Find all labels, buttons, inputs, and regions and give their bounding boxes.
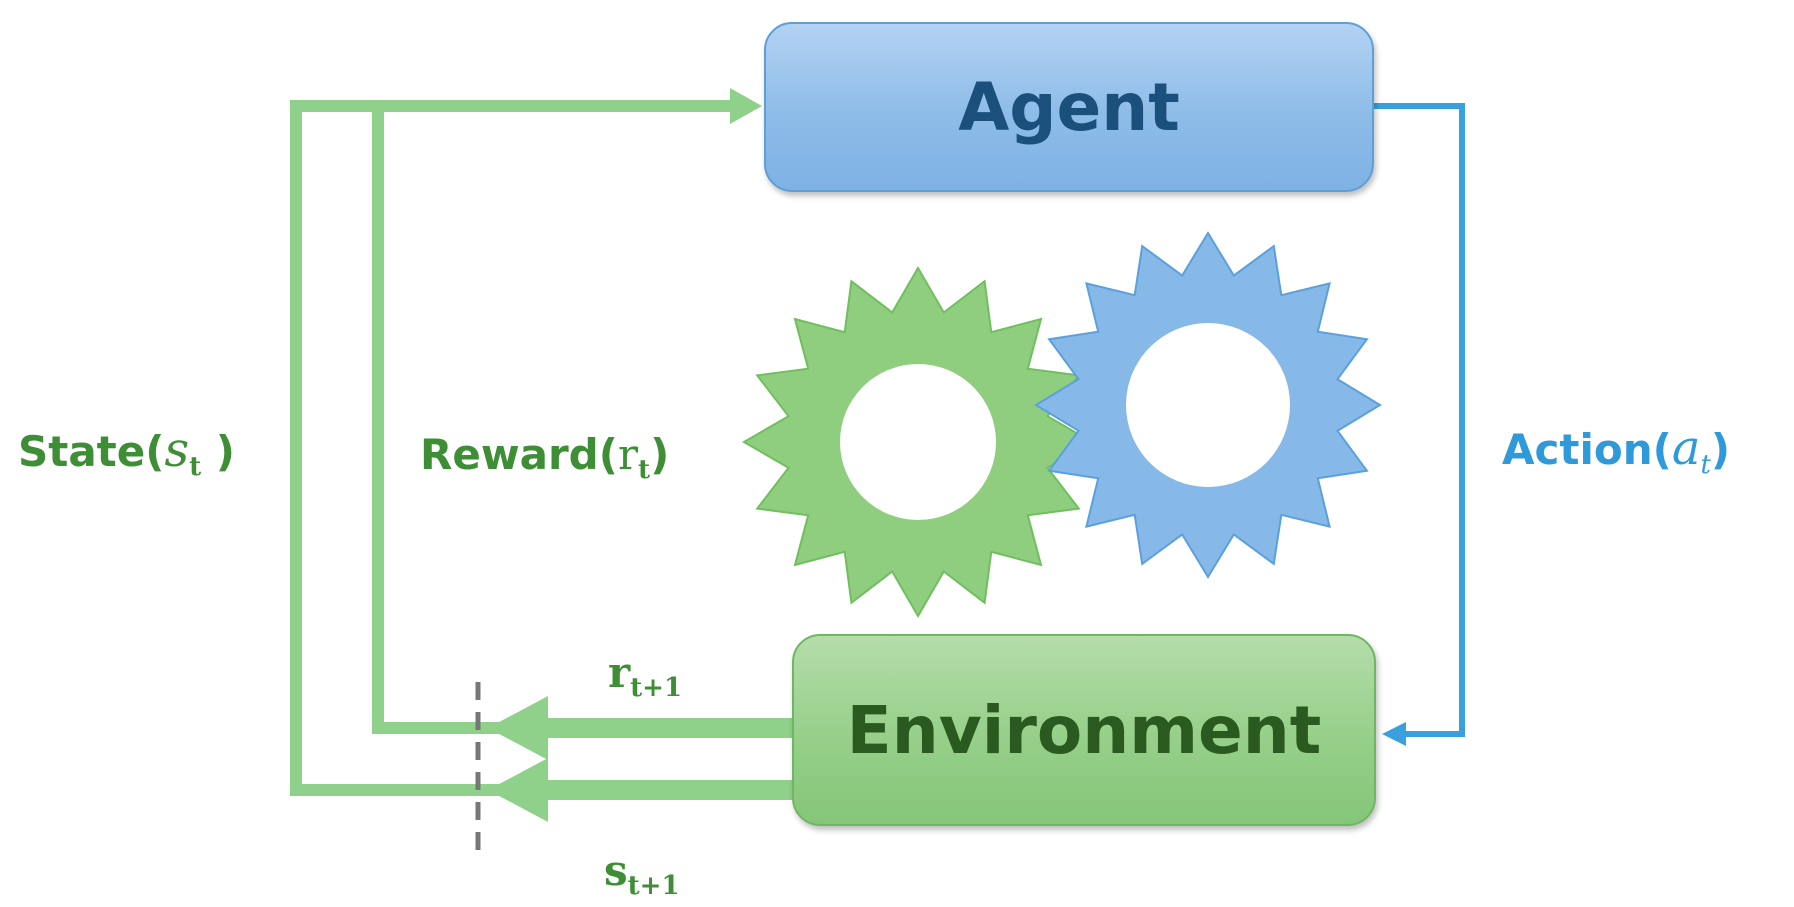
blue-gear-icon	[1034, 231, 1382, 579]
green-gear-icon	[742, 266, 1094, 618]
action-prefix: Action(	[1502, 425, 1672, 474]
agent-box: Agent	[764, 22, 1374, 192]
gear-blue-hole	[1126, 323, 1290, 487]
environment-box: Environment	[792, 634, 1376, 826]
action-arrowhead	[1382, 722, 1406, 746]
action-suffix: )	[1710, 425, 1731, 474]
action-var: a	[1671, 420, 1701, 476]
environment-title: Environment	[846, 691, 1322, 769]
state-label: State(st )	[18, 422, 235, 482]
state-arrowhead	[488, 758, 548, 822]
reward-prefix: Reward(	[420, 430, 618, 479]
action-sub: t	[1700, 450, 1711, 481]
next-state-label: st+1	[604, 846, 680, 901]
reward-var: r	[617, 430, 639, 479]
agent-input-arrowhead	[730, 88, 762, 124]
reward-feedback-line	[372, 106, 792, 734]
next-state-var: s	[604, 846, 628, 895]
next-reward-label: rt+1	[608, 648, 682, 703]
next-state-sub: t+1	[627, 871, 680, 902]
reward-suffix: )	[650, 430, 670, 479]
next-reward-var: r	[608, 648, 631, 697]
action-line	[1374, 103, 1465, 737]
action-label: Action(at)	[1502, 420, 1730, 480]
state-prefix: State(	[18, 427, 165, 476]
state-sub: t	[189, 452, 202, 483]
agent-title: Agent	[958, 68, 1180, 146]
reward-arrowhead	[488, 696, 548, 760]
reward-sub: t	[638, 455, 651, 486]
reward-label: Reward(rt)	[420, 430, 669, 485]
gear-green-hole	[840, 364, 996, 520]
state-arrow-shaft	[548, 780, 792, 800]
state-var: s	[164, 422, 190, 478]
next-reward-sub: t+1	[630, 673, 683, 704]
reward-arrow-shaft	[548, 718, 792, 738]
state-suffix: )	[201, 427, 235, 476]
